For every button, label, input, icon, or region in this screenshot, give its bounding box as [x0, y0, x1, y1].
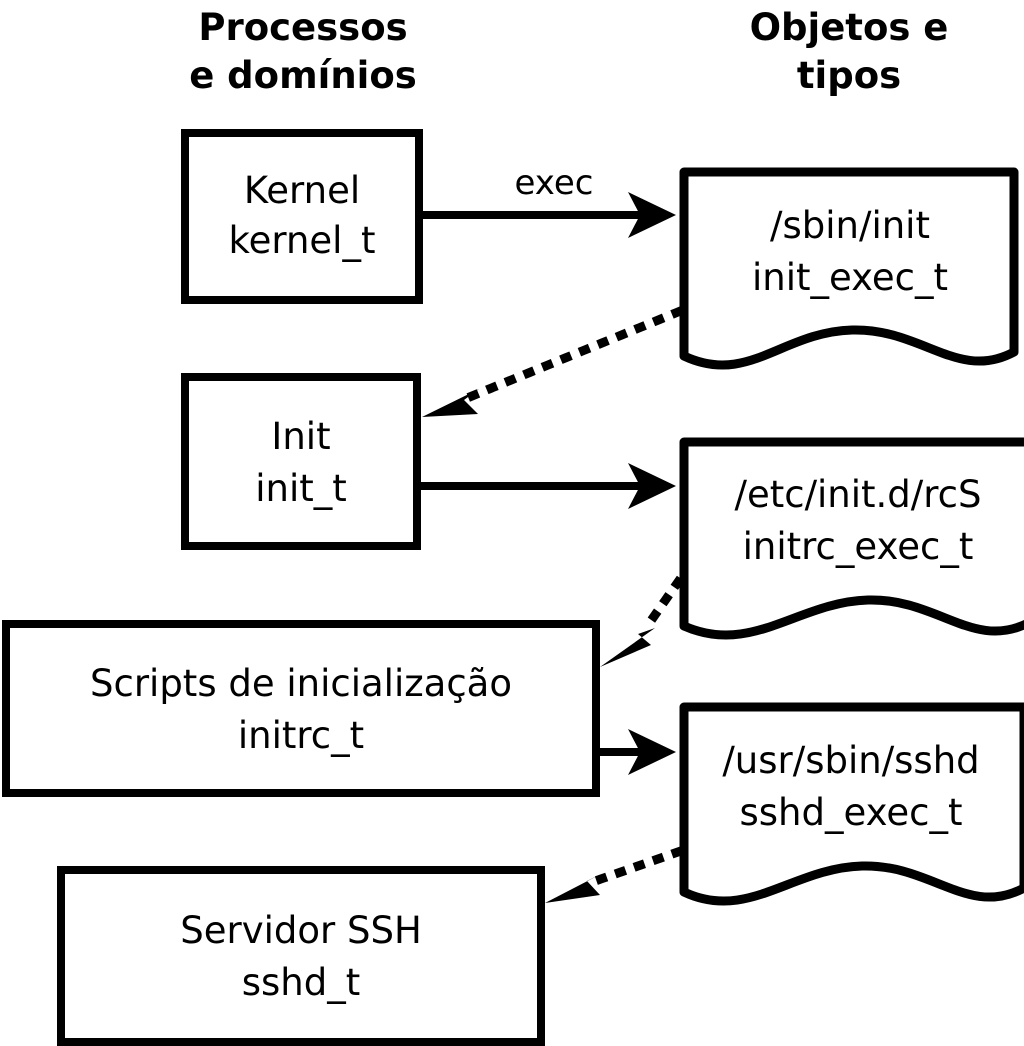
process-box-init-name: Init [271, 415, 330, 458]
process-box-initrc[interactable]: Scripts de inicialização initrc_t [2, 620, 600, 797]
arrow-head [422, 389, 479, 417]
process-box-sshd-name: Servidor SSH [180, 909, 422, 952]
object-doc-initrc-exec-type: initrc_exec_t [743, 525, 974, 568]
object-doc-sshd-exec-type: sshd_exec_t [740, 791, 963, 834]
edge-initrc-exec-transition-initrc [600, 575, 685, 667]
process-box-initrc-name: Scripts de inicialização [90, 662, 512, 705]
arrow-head [628, 729, 676, 775]
arrow-head [600, 628, 655, 667]
edge-kernel-exec-init-exec: exec [422, 163, 676, 238]
edge-init-exec-initrc-exec [420, 463, 676, 509]
object-doc-sshd-exec[interactable]: /usr/sbin/sshd sshd_exec_t [679, 702, 1024, 906]
box-outline [181, 373, 421, 550]
arrow-head [545, 873, 603, 903]
process-box-init-type: init_t [255, 467, 347, 510]
edge-line [641, 575, 685, 632]
edge-line [592, 846, 684, 886]
process-box-sshd[interactable]: Servidor SSH sshd_t [57, 866, 545, 1046]
box-outline [181, 129, 423, 304]
process-box-kernel-name: Kernel [244, 169, 360, 212]
column-title-left-line1: Processos [198, 6, 407, 49]
edge-line [466, 306, 684, 402]
process-box-sshd-type: sshd_t [242, 961, 361, 1004]
object-doc-init-exec-path: /sbin/init [770, 204, 930, 247]
object-doc-initrc-exec-path: /etc/init.d/rcS [734, 473, 981, 516]
doc-outline [679, 167, 1019, 370]
object-doc-initrc-exec[interactable]: /etc/init.d/rcS initrc_exec_t [679, 437, 1024, 640]
object-doc-sshd-exec-path: /usr/sbin/sshd [722, 739, 979, 782]
arrow-head [628, 192, 676, 238]
process-box-init[interactable]: Init init_t [181, 373, 421, 550]
box-outline [2, 620, 600, 797]
column-title-right-line2: tipos [797, 54, 901, 97]
process-box-kernel[interactable]: Kernel kernel_t [181, 129, 423, 304]
box-outline [57, 866, 545, 1046]
edge-initrc-exec-sshd-exec [600, 729, 676, 775]
column-title-left-line2: e domínios [189, 54, 417, 97]
edge-init-exec-transition-init [422, 306, 684, 417]
column-title-right-line1: Objetos e [750, 6, 949, 49]
object-doc-init-exec-type: init_exec_t [752, 256, 948, 299]
process-box-kernel-type: kernel_t [229, 219, 376, 262]
doc-outline [679, 702, 1024, 906]
process-box-initrc-type: initrc_t [238, 714, 364, 757]
edge-sshd-exec-transition-sshd [545, 846, 684, 903]
doc-outline [679, 437, 1024, 640]
arrow-head [628, 463, 676, 509]
edge-label-exec: exec [514, 163, 593, 203]
object-doc-init-exec[interactable]: /sbin/init init_exec_t [679, 167, 1019, 370]
